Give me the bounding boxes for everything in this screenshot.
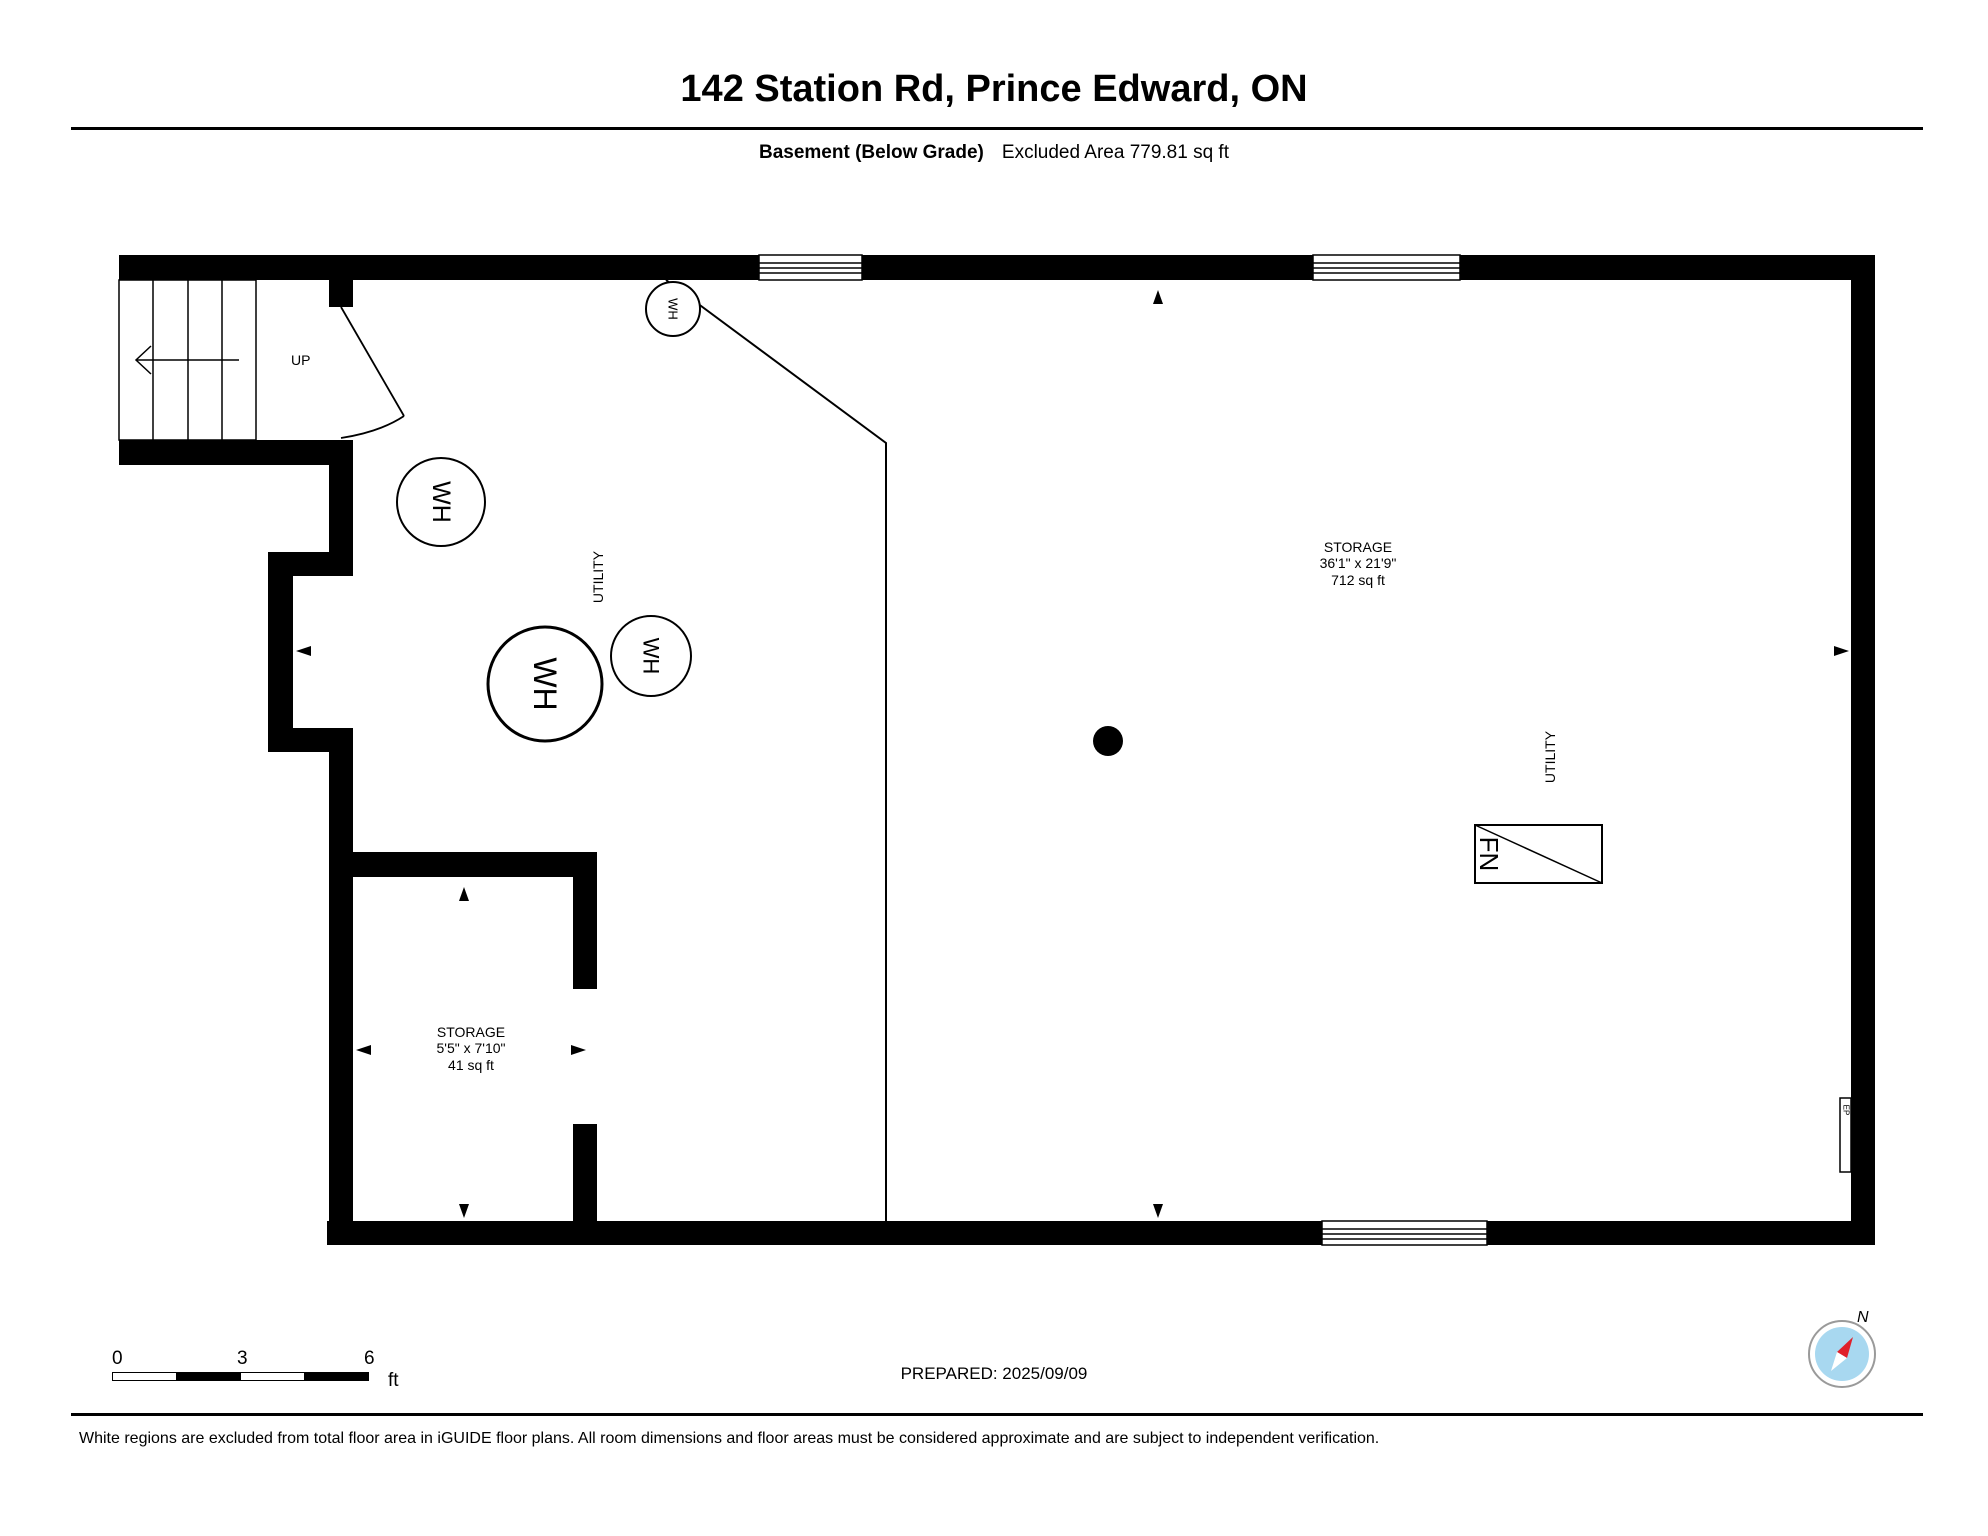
- level-subtitle: Basement (Below Grade) Excluded Area 779.…: [0, 142, 1988, 164]
- dim-arrow-up-icon: [1153, 290, 1163, 304]
- windows: [758, 254, 1488, 1246]
- room-name: STORAGE: [437, 1024, 505, 1040]
- water-heater-icon: WH: [486, 625, 604, 743]
- compass-needle-south: [1831, 1352, 1847, 1371]
- dim-arrow-right-icon: [571, 1045, 586, 1055]
- svg-text:EP: EP: [1842, 1105, 1851, 1116]
- dim-arrow-down-icon: [1153, 1204, 1163, 1218]
- window-north-2: [1312, 254, 1461, 281]
- svg-text:WH: WH: [427, 481, 455, 523]
- furnace-icon: FN: [1474, 824, 1603, 884]
- wall-west-lower: [329, 728, 353, 1245]
- svg-text:WH: WH: [666, 298, 681, 320]
- wall-notch-side: [268, 552, 293, 752]
- scale-unit: ft: [388, 1370, 399, 1391]
- footer-divider: [71, 1413, 1923, 1416]
- walls: [119, 255, 1875, 1245]
- dim-arrow-left-icon: [356, 1045, 371, 1055]
- room-area: 712 sq ft: [1331, 572, 1385, 588]
- water-heaters: WH WH WH WH: [396, 281, 701, 743]
- wall-stair-bottom: [119, 440, 353, 465]
- scale-tick-label: 0: [112, 1348, 123, 1369]
- compass-icon: N: [1808, 1309, 1876, 1388]
- scale-tick-label: 6: [364, 1348, 375, 1369]
- room-dimensions: 36'1" x 21'9": [1320, 555, 1397, 571]
- room-name: UTILITY: [590, 550, 606, 603]
- wall-closet-right-lower: [573, 1124, 597, 1245]
- room-name: UTILITY: [1542, 730, 1558, 783]
- compass-north-label: N: [1857, 1309, 1869, 1326]
- scale-bar: 0 3 6 ft: [108, 1348, 408, 1408]
- compass-needle-north: [1837, 1337, 1853, 1358]
- level-name: Basement (Below Grade): [758, 142, 984, 163]
- dim-arrow-left-icon: [296, 646, 311, 656]
- window-north-1: [758, 254, 863, 281]
- water-heater-icon: WH: [610, 615, 692, 697]
- wall-closet-right-upper: [573, 852, 597, 989]
- room-area: 41 sq ft: [448, 1057, 494, 1073]
- room-name: STORAGE: [1324, 539, 1392, 555]
- partition-line: [665, 279, 887, 1221]
- plan-title: 142 Station Rd, Prince Edward, ON: [680, 68, 1308, 110]
- room-labels: STORAGE 36'1" x 21'9" 712 sq ft STORAGE …: [437, 539, 1559, 1073]
- dim-arrow-up-icon: [459, 887, 469, 901]
- wall-south: [327, 1221, 1875, 1245]
- wall-east: [1851, 255, 1875, 1245]
- scale-segment: [304, 1372, 369, 1381]
- water-heater-icon: WH: [396, 457, 486, 547]
- excluded-area: Excluded Area 779.81 sq ft: [1001, 142, 1229, 163]
- svg-text:WH: WH: [527, 657, 563, 710]
- wall-north: [119, 255, 1875, 280]
- dim-arrow-right-icon: [1834, 646, 1849, 656]
- header-divider: [71, 127, 1923, 130]
- prepared-date: PREPARED: 2025/09/09: [900, 1364, 1088, 1383]
- water-heater-icon: WH: [645, 281, 701, 337]
- stairs: [118, 279, 257, 441]
- wall-door-jamb: [329, 280, 353, 307]
- electrical-panel-icon: EP: [1839, 1097, 1852, 1173]
- room-dimensions: 5'5" x 7'10": [437, 1040, 506, 1056]
- scale-tick-label: 3: [237, 1348, 248, 1369]
- dim-arrow-down-icon: [459, 1204, 469, 1218]
- stairs-label: UP: [291, 352, 310, 368]
- support-post-icon: [1093, 726, 1123, 756]
- svg-text:WH: WH: [639, 638, 664, 675]
- wall-closet-top: [329, 852, 597, 877]
- door-swing-icon: [340, 306, 405, 439]
- disclaimer: White regions are excluded from total fl…: [79, 1430, 1380, 1447]
- svg-text:FN: FN: [1474, 837, 1504, 872]
- dimension-markers: [296, 290, 1849, 1218]
- window-south: [1321, 1220, 1488, 1246]
